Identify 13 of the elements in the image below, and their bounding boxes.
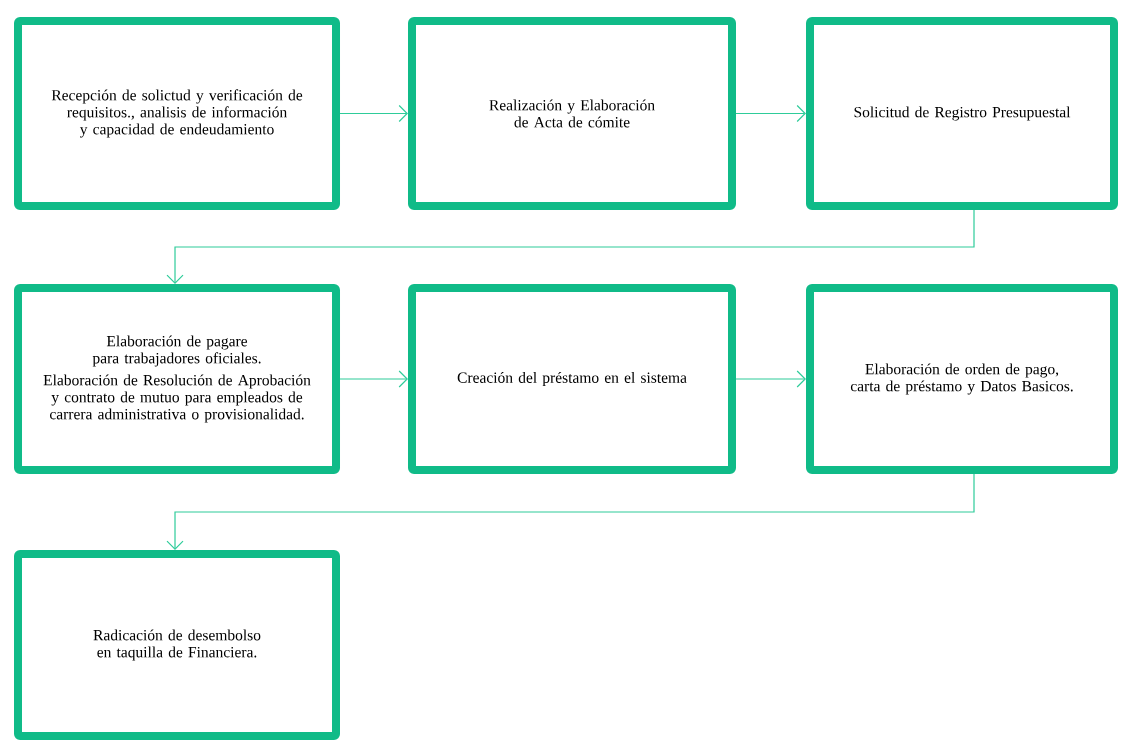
process-box: Radicación de desembolso en taquilla de Financiera. (14, 550, 340, 740)
process-box: Creación del préstamo en el sistema (408, 284, 736, 474)
process-box: Realización y Elaboración de Acta de cómite (408, 17, 736, 210)
process-box: Solicitud de Registro Presupuestal (806, 17, 1118, 210)
arrow (166, 209, 975, 284)
arrow (735, 104, 806, 123)
arrow (735, 370, 806, 388)
arrow (339, 370, 408, 388)
arrow (339, 104, 408, 123)
process-box: Elaboración de pagare para trabajadores oficiales. Elaboración de Resolución de Aprobación y contrato de mutuo para empleados de carrera administrativa o provisionalidad. (14, 284, 340, 474)
process-box: Recepción de solictud y verificación de requisitos., analisis de información y capacidad de endeudamiento (14, 17, 340, 210)
process-box: Elaboración de orden de pago, carta de préstamo y Datos Basicos. (806, 284, 1118, 474)
arrow (166, 473, 975, 550)
